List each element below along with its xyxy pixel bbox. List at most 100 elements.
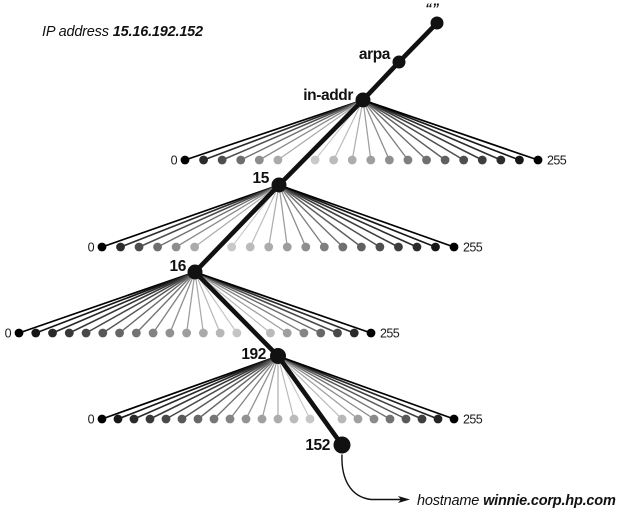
fan-line <box>362 99 483 161</box>
tree-node-192 <box>270 348 286 364</box>
fan-line <box>277 355 455 420</box>
child-node-dot <box>115 328 124 338</box>
fan-line <box>68 271 196 334</box>
child-node-dot <box>97 414 107 424</box>
fan-line <box>149 355 279 420</box>
child-node-dot <box>515 155 524 165</box>
child-node-dot <box>289 414 299 424</box>
child-node-dot <box>209 414 219 424</box>
child-node-dot <box>161 414 171 424</box>
child-node-dot <box>329 155 339 165</box>
fan-line <box>277 355 407 420</box>
fan-line <box>18 271 196 334</box>
fan-line <box>194 271 355 334</box>
fan-line <box>278 184 455 248</box>
fan-line <box>165 355 279 420</box>
child-node-dot <box>310 155 320 165</box>
child-node-dot <box>48 328 57 338</box>
fan-line <box>362 99 409 161</box>
node-label-in-addr: in-addr <box>303 87 353 104</box>
tree-node-in-addr <box>355 92 371 108</box>
fan-line <box>229 355 279 420</box>
fan-line <box>278 184 307 248</box>
fan-line <box>197 355 279 420</box>
fan-line <box>194 271 204 334</box>
child-node-dot <box>440 155 450 165</box>
child-node-dot <box>316 328 326 338</box>
fan-line <box>120 184 280 248</box>
fan-line <box>119 271 196 334</box>
row-min-label: 0 <box>88 241 95 255</box>
child-node-dot <box>417 414 427 424</box>
child-node-dot <box>533 155 543 165</box>
fan-line <box>52 271 196 334</box>
child-node-dot <box>333 328 342 338</box>
fan-line <box>138 184 280 248</box>
child-node-dot <box>64 328 74 338</box>
fan-line <box>184 99 364 161</box>
row-min-label: 0 <box>88 413 95 427</box>
fan-line <box>101 355 279 420</box>
fan-line <box>240 99 364 161</box>
child-node-dot <box>403 155 413 165</box>
child-node-dot <box>366 328 376 338</box>
child-node-dot <box>199 155 208 165</box>
hostname-arrowhead <box>398 496 410 503</box>
fan-line <box>362 99 502 161</box>
fan-line <box>101 184 280 248</box>
tree-node-arpa <box>392 55 406 69</box>
fan-line <box>133 355 279 420</box>
child-node-dot <box>273 414 283 424</box>
child-node-dot <box>98 328 108 338</box>
child-node-dot <box>171 242 181 252</box>
child-node-dot <box>241 414 251 424</box>
child-node-dot <box>232 328 242 338</box>
fan-line <box>278 184 399 248</box>
child-node-dot <box>198 328 208 338</box>
fan-line <box>245 355 279 420</box>
tree-node-root <box>430 16 444 30</box>
child-node-dot <box>319 242 329 252</box>
child-node-dot <box>148 328 158 338</box>
fan-line <box>194 271 288 334</box>
fan-line <box>351 99 364 161</box>
fan-line <box>362 99 465 161</box>
fan-line <box>362 99 390 161</box>
fan-line <box>213 355 279 420</box>
child-node-dot <box>369 414 379 424</box>
fan-line <box>185 271 196 334</box>
fan-line <box>181 355 279 420</box>
child-node-dot <box>349 328 359 338</box>
fan-line <box>278 184 418 248</box>
child-node-dot <box>14 328 24 338</box>
child-node-dot <box>190 242 200 252</box>
child-node-dot <box>305 414 315 424</box>
child-node-dot <box>459 155 469 165</box>
fan-line <box>278 184 381 248</box>
fan-line <box>268 184 280 248</box>
child-node-dot <box>81 328 91 338</box>
child-node-dot <box>145 414 155 424</box>
fan-line <box>277 355 391 420</box>
row-max-label: 255 <box>547 154 567 168</box>
child-node-dot <box>496 155 506 165</box>
fan-line <box>175 184 280 248</box>
row-max-label: 255 <box>380 327 400 341</box>
fan-line <box>117 355 279 420</box>
fan-line <box>277 99 364 161</box>
fan-line <box>152 271 196 334</box>
fan-line <box>35 271 196 334</box>
row-max-label: 255 <box>463 413 483 427</box>
child-node-dot <box>353 414 363 424</box>
fan-line <box>169 271 196 334</box>
child-node-dot <box>264 242 274 252</box>
fan-line <box>135 271 196 334</box>
fan-line <box>362 99 520 161</box>
child-node-dot <box>215 328 225 338</box>
node-label-192: 192 <box>241 346 266 363</box>
